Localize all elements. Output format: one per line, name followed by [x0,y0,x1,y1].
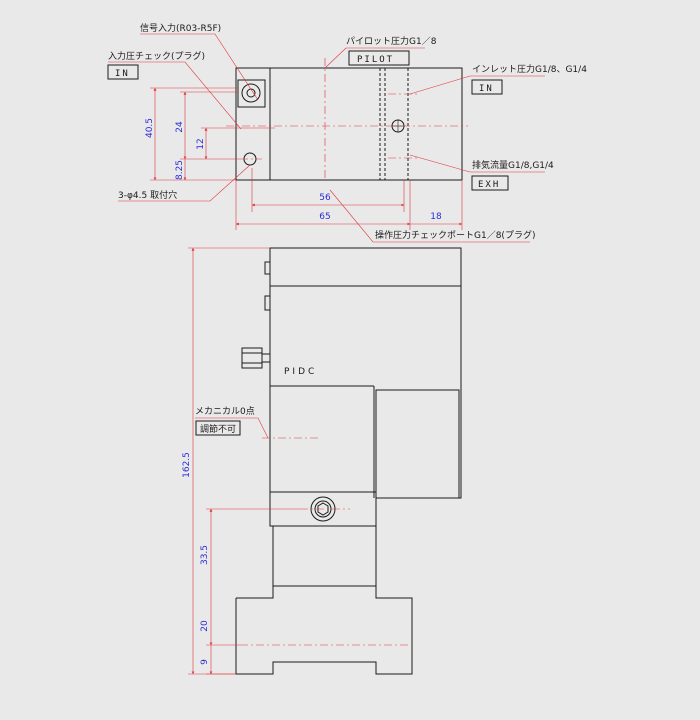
dim-56: 56 [319,193,331,203]
top-body [235,67,463,181]
dim-18: 18 [430,212,442,222]
signal-connector [241,347,263,369]
top-dimensions [150,87,463,230]
exhaust-flow-label: 排気流量G1/8,G1/4 [472,159,554,171]
pilot-box-text: PILOT [357,55,394,65]
in-box-left [107,64,139,80]
exh-box [471,175,509,191]
dim-162-5: 162.5 [182,452,192,478]
in-box-right [471,79,503,95]
front-dimensions [188,247,300,675]
pilot-pressure-label: パイロット圧力G1／8 [346,35,437,47]
no-adjust-label: 調節不可 [200,423,236,435]
in-box-right-text: IN [479,84,494,94]
dim-65: 65 [319,212,330,222]
input-check-label: 入力圧チェック(プラグ) [108,50,205,62]
dim-20: 20 [200,620,210,632]
dim-24: 24 [175,121,185,133]
inlet-pressure-label: インレット圧力G1/8、G1/4 [472,63,587,75]
front-view [235,247,462,675]
pilot-box [348,50,410,66]
input-plug-hole [241,83,261,103]
mount-holes-label: 3-φ4.5 取付穴 [118,189,177,201]
mechanical-zero-label: メカニカル0点 [195,406,255,417]
top-view [235,67,463,181]
top-leaders [108,33,545,243]
top-center-lines [226,58,468,180]
front-center-lines [240,437,410,646]
dim-12: 12 [196,138,206,149]
dim-9: 9 [200,659,210,665]
dim-33-5: 33.5 [200,545,210,565]
no-adjust-box [195,420,241,436]
dim-8-25: 8.25 [175,160,185,180]
in-box-left-text: IN [115,69,130,79]
input-plug [237,79,266,108]
exh-box-text: EXH [478,180,500,190]
dim-40-5: 40.5 [145,118,155,138]
op-check-port-label: 操作圧力チェックポートG1／8(プラグ) [375,229,535,241]
base-block [235,585,413,675]
brand-label: PIDC [284,367,317,377]
signal-input-label: 信号入力(R03-R5F) [140,22,221,34]
right-housing [375,389,460,499]
